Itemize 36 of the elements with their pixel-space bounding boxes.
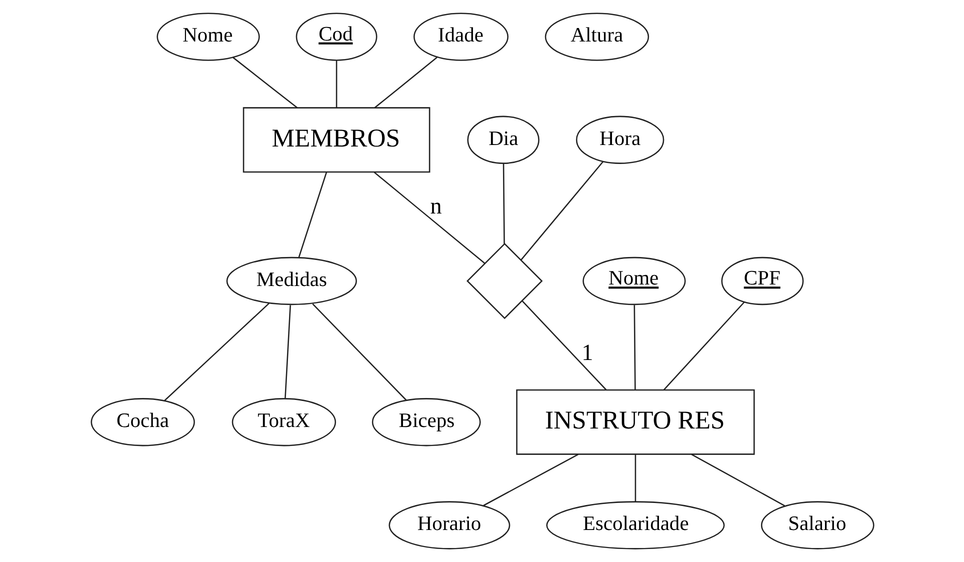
node-ellipse: CPF: [720, 256, 804, 306]
node-ellipse: Altura: [544, 12, 649, 61]
connector: [521, 300, 606, 390]
node-ellipse: Medidas: [226, 256, 356, 306]
node-box: MEMBROS: [242, 107, 430, 173]
node-ellipse: Idade: [412, 12, 508, 61]
connector: [164, 302, 269, 401]
connector: [662, 302, 744, 390]
connector: [312, 304, 406, 401]
node-ellipse: Salario: [760, 501, 874, 550]
connector: [520, 161, 604, 260]
edge-label: 1: [581, 338, 593, 365]
connector: [634, 454, 636, 502]
connector: [374, 56, 437, 108]
connector: [284, 305, 291, 398]
node-ellipse: Escolaridade: [546, 501, 724, 550]
connector: [232, 56, 298, 108]
node-ellipse: Cod: [295, 12, 377, 61]
node-ellipse: Hora: [575, 116, 664, 164]
node-ellipse: ToraX: [231, 398, 336, 446]
node-ellipse: Cocha: [90, 398, 194, 446]
node-ellipse: Nome: [156, 12, 260, 61]
node-ellipse: Nome: [582, 256, 686, 306]
connector: [335, 60, 337, 108]
node-diamond: [466, 242, 542, 320]
connector: [633, 305, 636, 390]
connector: [373, 172, 485, 264]
connector: [482, 454, 578, 506]
node-ellipse: Biceps: [371, 398, 480, 446]
connector: [298, 172, 327, 258]
connector: [502, 164, 504, 244]
connector: [690, 454, 785, 506]
edge-label: n: [430, 192, 442, 219]
node-ellipse: Horario: [388, 501, 510, 550]
node-ellipse: Dia: [466, 116, 539, 164]
node-box: INSTRUTO RES: [516, 389, 754, 455]
